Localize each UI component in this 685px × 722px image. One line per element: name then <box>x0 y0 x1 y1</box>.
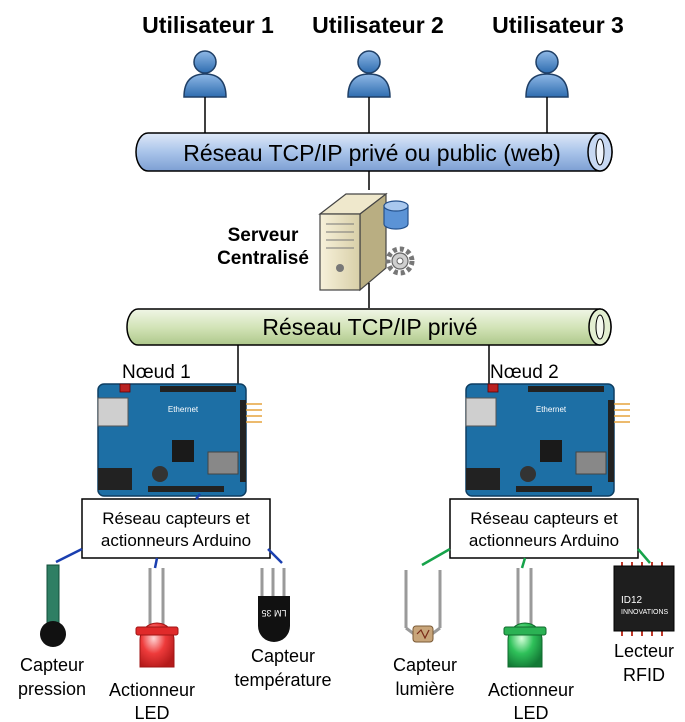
pressure-sensor: Capteur pression <box>18 564 86 699</box>
node-2-wires <box>421 547 651 569</box>
led-2-line2: LED <box>513 703 548 722</box>
led-1-line1: Actionneur <box>109 680 195 700</box>
user-3: Utilisateur 3 <box>492 12 624 98</box>
led-2-line1: Actionneur <box>488 680 574 700</box>
public-network-pipe: Réseau TCP/IP privé ou public (web) <box>135 132 613 172</box>
sensor-network-box-1: Réseau capteurs et actionneurs Arduino <box>81 498 271 559</box>
pressure-sensor-line1: Capteur <box>20 655 84 675</box>
rfid-chip-line1: ID12 <box>621 595 643 606</box>
led-actuator-1: Actionneur LED <box>109 568 195 722</box>
arduino-board-1: Ethernet <box>97 383 262 497</box>
node-2: Nœud 2 Ethernet Réseau capteurs et actio <box>449 362 639 559</box>
node-1-label: Nœud 1 <box>122 362 191 383</box>
server: Serveur Centralisé <box>217 192 415 292</box>
rfid-chip-line2: INNOVATIONS <box>621 609 669 616</box>
server-icon <box>318 192 388 292</box>
sensor-network-1-line2: actionneurs Arduino <box>101 531 251 550</box>
public-network-label: Réseau TCP/IP privé ou public (web) <box>183 140 561 166</box>
board-1-text: Ethernet <box>168 405 199 414</box>
sensor-network-box-2: Réseau capteurs et actionneurs Arduino <box>449 498 639 559</box>
sensor-network-2-line1: Réseau capteurs et <box>470 509 618 528</box>
user-2: Utilisateur 2 <box>312 12 444 98</box>
led-1-line2: LED <box>134 703 169 722</box>
private-network-label: Réseau TCP/IP privé <box>262 314 477 340</box>
pressure-sensor-line2: pression <box>18 679 86 699</box>
server-label-line2: Centralisé <box>217 248 309 269</box>
node-1-wires <box>55 493 283 569</box>
rfid-reader-line2: RFID <box>623 665 665 685</box>
led-actuator-2: Actionneur LED <box>488 568 574 722</box>
rfid-reader-line1: Lecteur <box>614 641 674 661</box>
user-2-label: Utilisateur 2 <box>312 12 444 38</box>
rfid-reader: ID12 INNOVATIONS Lecteur RFID <box>613 562 675 685</box>
user-3-label: Utilisateur 3 <box>492 12 624 38</box>
user-3-icon <box>525 50 569 98</box>
temperature-chip-text: LM 35 <box>261 608 286 618</box>
server-label-line1: Serveur <box>228 225 299 246</box>
gear-icon <box>385 246 415 276</box>
temperature-sensor-line1: Capteur <box>251 646 315 666</box>
light-sensor: Capteur lumière <box>393 570 457 699</box>
temperature-sensor-line2: température <box>234 670 331 690</box>
node-2-label: Nœud 2 <box>490 362 559 383</box>
node-1: Nœud 1 Ethernet Réseau capteurs et actio <box>81 362 271 559</box>
sensor-network-1-line1: Réseau capteurs et <box>102 509 250 528</box>
private-network-pipe: Réseau TCP/IP privé <box>126 308 612 346</box>
user-1: Utilisateur 1 <box>142 12 274 98</box>
user-1-label: Utilisateur 1 <box>142 12 274 38</box>
light-sensor-line1: Capteur <box>393 655 457 675</box>
arduino-board-2: Ethernet <box>465 383 630 497</box>
light-sensor-line2: lumière <box>395 679 454 699</box>
user-1-icon <box>183 50 227 98</box>
board-2-text: Ethernet <box>536 405 567 414</box>
sensor-network-2-line2: actionneurs Arduino <box>469 531 619 550</box>
temperature-sensor: LM 35 Capteur température <box>234 568 332 690</box>
database-icon <box>383 200 409 230</box>
user-2-icon <box>347 50 391 98</box>
user-links <box>204 97 548 133</box>
